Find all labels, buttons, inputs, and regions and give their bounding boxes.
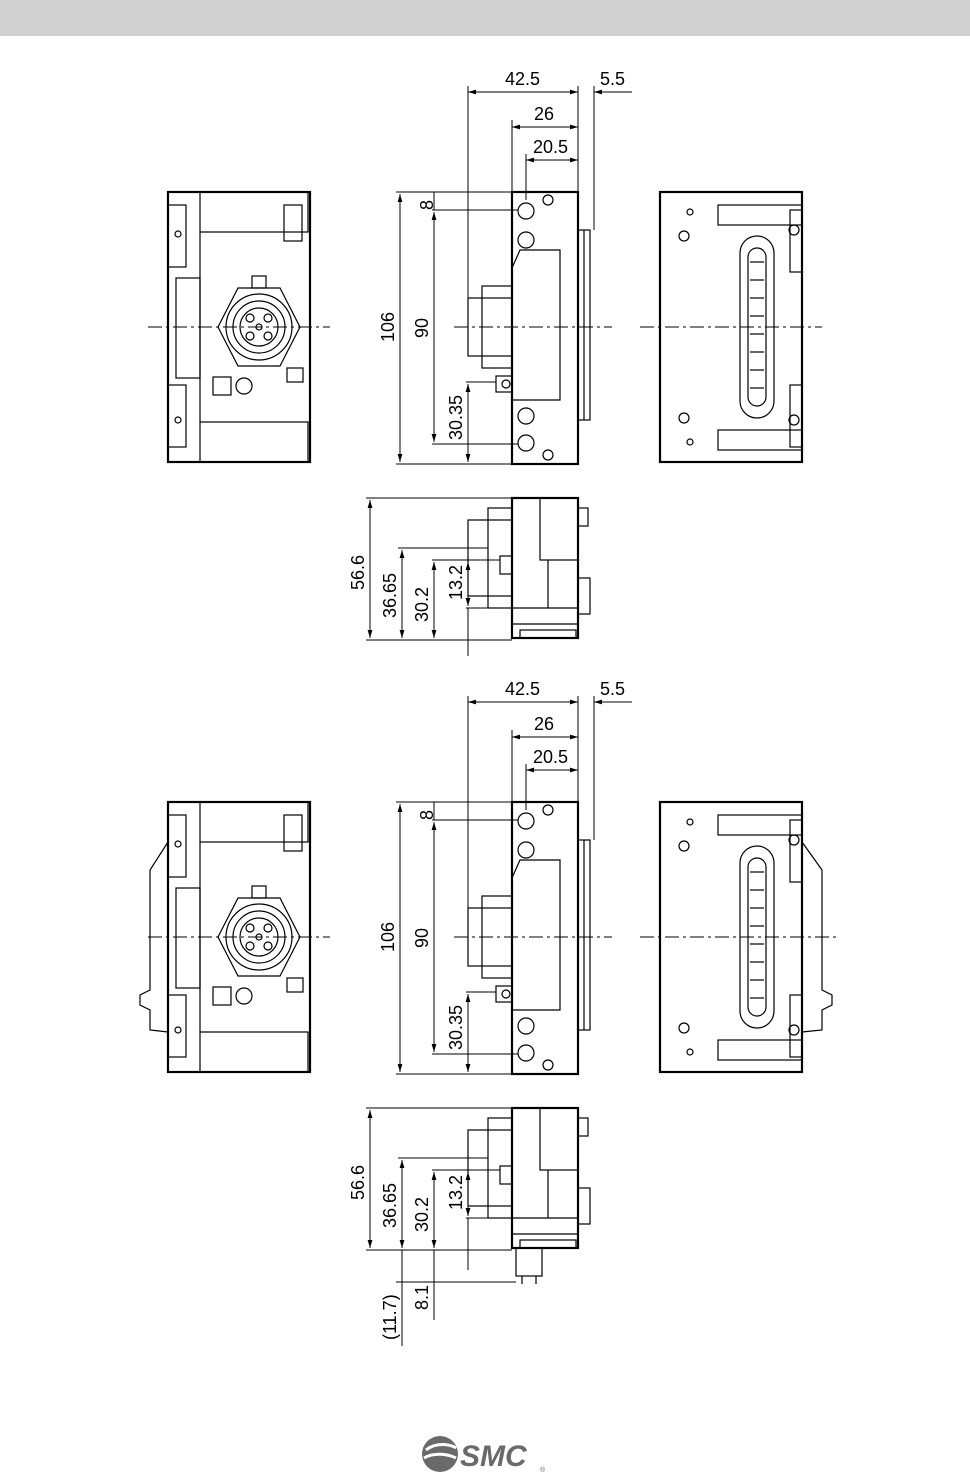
dim-depth-8-1: 8.1 [412,1285,432,1310]
side-view-din [468,802,590,1074]
smc-logo-text: SMC [460,1440,528,1473]
dim-height-30-35: 30.35 [446,395,466,440]
dim-width-20-5: 20.5 [533,747,568,767]
dim-depth-30-2: 30.2 [412,587,432,622]
dim-height-106: 106 [378,922,398,952]
dim-width-5-5: 5.5 [600,69,625,89]
dim-depth-11-7: (11.7) [380,1294,400,1340]
side-view-top [468,192,590,464]
bottom-view-din [468,1108,590,1248]
bottom-view-top [468,498,590,638]
back-view-din [660,802,802,1072]
smc-logo-mark [422,1436,458,1472]
dim-height-8: 8 [417,810,437,820]
dim-depth-13-2: 13.2 [446,1175,466,1210]
dim-width-42-5: 42.5 [505,679,540,699]
dim-width-20-5: 20.5 [533,137,568,157]
dim-depth-30-2: 30.2 [412,1197,432,1232]
dim-width-5-5: 5.5 [600,679,625,699]
registered-mark: ® [540,1466,546,1474]
dim-depth-56-6: 56.6 [348,1165,368,1200]
dim-height-30-35: 30.35 [446,1005,466,1050]
dim-height-90: 90 [412,928,432,948]
smc-logo: SMC ® [420,1432,550,1476]
dim-depth-56-6: 56.6 [348,555,368,590]
din-rail-mount [516,1248,542,1276]
dim-depth-13-2: 13.2 [446,565,466,600]
dim-height-106: 106 [378,312,398,342]
back-view-top [660,192,802,462]
dim-height-8: 8 [417,200,437,210]
dim-height-90: 90 [412,318,432,338]
dim-width-42-5: 42.5 [505,69,540,89]
dim-width-26: 26 [534,714,554,734]
front-view-din [168,802,310,1072]
dim-depth-36-65: 36.65 [380,1183,400,1228]
front-view-top [168,192,310,462]
dim-width-26: 26 [534,104,554,124]
dim-depth-36-65: 36.65 [380,573,400,618]
